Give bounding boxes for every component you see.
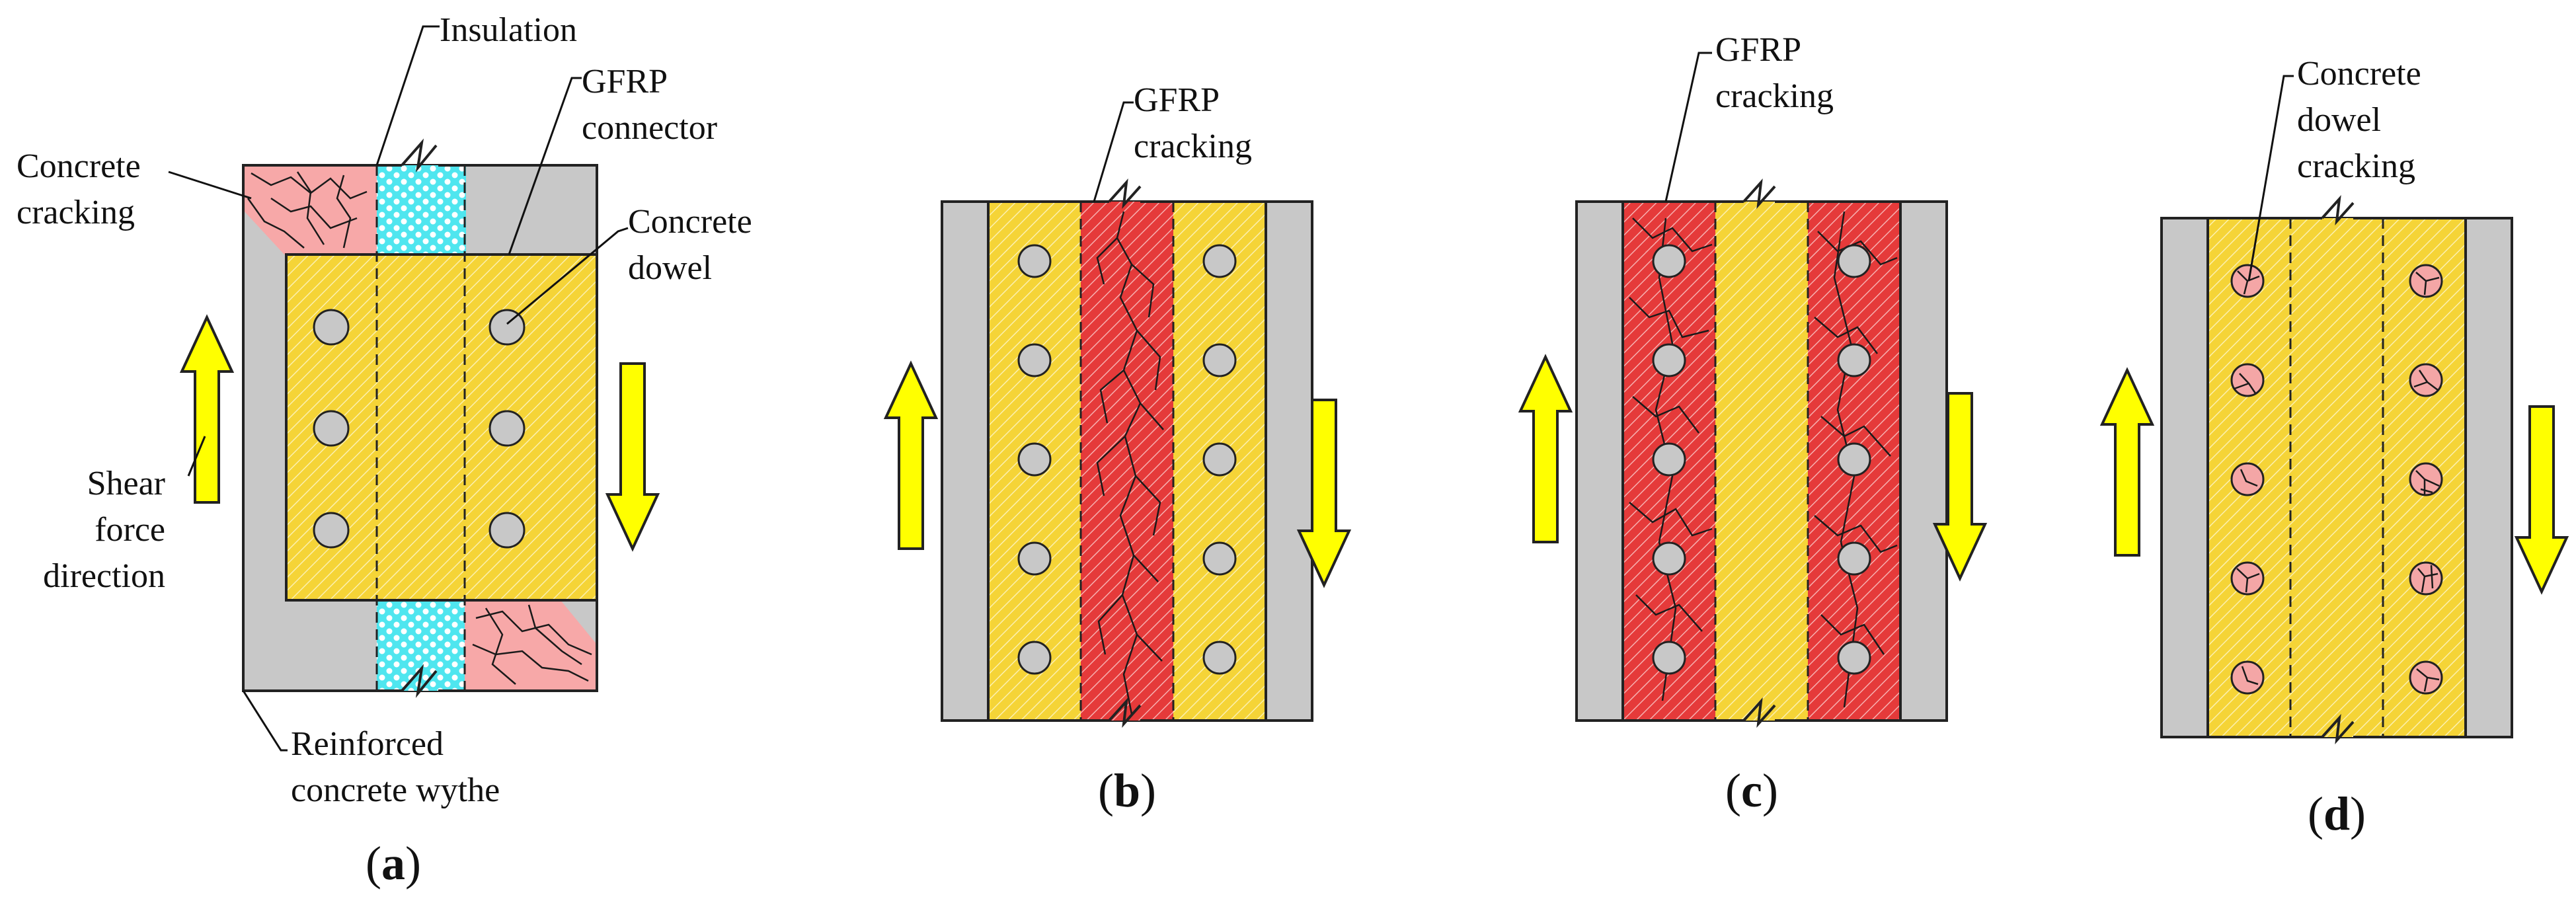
insulation-label: Insulation (440, 11, 577, 49)
panel-c: GFRP cracking (c) (1519, 31, 1986, 817)
panel-b: GFRP cracking (b) (884, 81, 1350, 817)
concrete-dowel-label-line1: Concrete (628, 203, 752, 241)
insulation-top (377, 165, 466, 255)
shear-arrow-down-icon (606, 362, 659, 550)
concrete-dowels (1652, 244, 1871, 675)
caption-c: (c) (1725, 764, 1778, 817)
gfrp-connector-label-line2: connector (582, 109, 717, 147)
gfrp-cracked-zone (1081, 202, 1173, 721)
shear-arrow-down-icon (2515, 405, 2568, 593)
caption-a: (a) (366, 837, 421, 890)
caption-b: (b) (1098, 764, 1156, 817)
dowel-cracking-label-line1: Concrete (2297, 55, 2421, 93)
shear-force-label-line3: direction (43, 557, 165, 595)
gfrp-connector-label-line1: GFRP (582, 63, 668, 100)
concrete-cracking-label-line2: cracking (17, 194, 135, 231)
gfrp-cracking-label-line2: cracking (1715, 77, 1834, 115)
dowel-cracking-label-line2: dowel (2297, 101, 2381, 139)
concrete-dowel-label-line2: dowel (628, 249, 712, 287)
shear-arrow-up-icon (2101, 369, 2154, 557)
gfrp-cracking-label-line1: GFRP (1715, 31, 1801, 69)
panel-a: Insulation GFRP connector Concrete crack… (17, 11, 752, 890)
caption-d: (d) (2308, 787, 2366, 840)
concrete-dowels (1017, 244, 1237, 675)
dowel-cracking-label-line3: cracking (2297, 147, 2415, 185)
shear-force-label-line1: Shear (87, 465, 165, 502)
gfrp-cracking-label-line2: cracking (1134, 128, 1252, 165)
reinforced-wythe-label-line1: Reinforced (291, 725, 444, 763)
concrete-cracking-top (243, 165, 377, 255)
reinforced-wythe-label-line2: concrete wythe (291, 771, 500, 809)
shear-arrow-up-icon (1519, 356, 1572, 543)
concrete-cracking-label-line1: Concrete (17, 147, 141, 185)
gfrp-cracking-label-line1: GFRP (1134, 81, 1220, 119)
panel-d: Concrete dowel cracking (d) (2101, 55, 2568, 840)
shear-arrow-up-icon (884, 362, 937, 550)
concrete-dowels (313, 309, 526, 549)
shear-force-label-line2: force (95, 511, 165, 549)
